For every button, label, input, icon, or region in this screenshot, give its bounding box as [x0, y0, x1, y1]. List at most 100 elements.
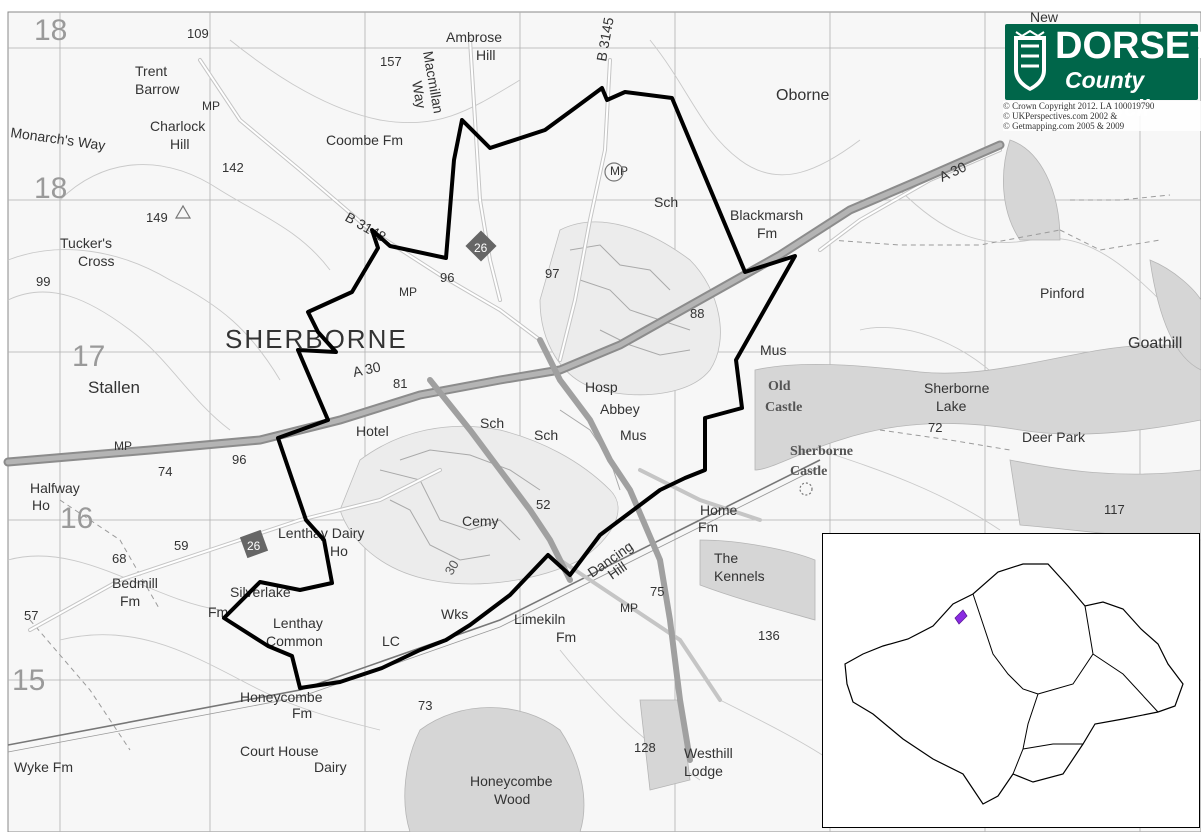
route-shields: 26 26 30 [239, 230, 497, 578]
label-sch-3: Sch [654, 194, 678, 210]
label-halfway: Halfway [30, 480, 80, 496]
height-142: 142 [222, 160, 244, 175]
copyright-line-3: © Getmapping.com 2005 & 2009 [1003, 121, 1125, 131]
route-number-30: 30 [442, 557, 462, 577]
height-96-south: 96 [232, 452, 246, 467]
railway [7, 459, 821, 753]
label-hotel: Hotel [356, 423, 389, 439]
label-cemy: Cemy [462, 513, 499, 529]
label-barrow: Barrow [135, 81, 180, 97]
road-label-b3145: B 3145 [593, 16, 616, 63]
label-coombe-fm: Coombe Fm [326, 132, 403, 148]
label-court-house: Court House [240, 743, 319, 759]
label-lenthay: Lenthay [273, 615, 323, 631]
label-tuckers-cross: Cross [78, 253, 115, 269]
label-mp-1: MP [202, 99, 220, 113]
route-number-26-north: 26 [474, 241, 488, 255]
county-outline [844, 563, 1184, 805]
label-honeycombe-fm: Fm [292, 705, 312, 721]
label-lenthay-common: Common [266, 633, 323, 649]
height-96-north: 96 [440, 270, 454, 285]
label-limekiln: Limekiln [514, 611, 565, 627]
height-99: 99 [36, 274, 50, 289]
label-silverlake-fm: Fm [208, 604, 228, 620]
label-court-house-dairy: Dairy [314, 759, 347, 775]
label-sherborne-castle-2: Castle [790, 464, 827, 479]
label-kennels: Kennels [714, 568, 765, 584]
height-59: 59 [174, 538, 188, 553]
label-pinford: Pinford [1040, 285, 1084, 301]
label-trent: Trent [135, 63, 167, 79]
copyright-line-2: © UKPerspectives.com 2002 & [1003, 111, 1118, 121]
height-81: 81 [393, 376, 407, 391]
label-limekiln-fm: Fm [556, 629, 576, 645]
height-68: 68 [112, 551, 126, 566]
label-honeycombe-wood-2: Wood [494, 791, 530, 807]
label-lc: LC [382, 633, 400, 649]
woodland-areas [404, 139, 1201, 832]
label-wyke-fm: Wyke Fm [14, 759, 73, 775]
label-blackmarsh: Blackmarsh [730, 207, 803, 223]
height-75: 75 [650, 584, 664, 599]
label-mp-3: MP [114, 439, 132, 453]
label-westhill-lodge: Lodge [684, 763, 723, 779]
label-ambrose-hill: Hill [476, 47, 495, 63]
inset-locator-map [822, 533, 1200, 828]
a30-road [3, 140, 1005, 467]
label-new: New [1030, 9, 1059, 25]
grid-number-17: 17 [72, 340, 105, 373]
grid-number-16: 16 [60, 502, 93, 535]
dorset-outline-map [844, 563, 1184, 805]
label-goathill: Goathill [1128, 335, 1182, 352]
antiquity-site-icon [799, 482, 813, 496]
copyright-notice: © Crown Copyright 2012. LA 100019790 © U… [1003, 101, 1201, 131]
label-sherborne-castle: Sherborne [790, 444, 853, 459]
label-westhill: Westhill [684, 745, 733, 761]
height-52: 52 [536, 497, 550, 512]
label-deer-park: Deer Park [1022, 429, 1086, 445]
label-bedmill-fm: Fm [120, 593, 140, 609]
logo-title: DORSET [1055, 25, 1201, 67]
height-109: 109 [187, 26, 209, 41]
label-home: Home [700, 502, 738, 518]
label-bedmill: Bedmill [112, 575, 158, 591]
grid-number-18: 18 [34, 172, 67, 205]
map-symbols [174, 162, 813, 496]
height-74: 74 [158, 464, 172, 479]
height-88: 88 [690, 306, 704, 321]
label-honeycombe: Honeycombe [240, 689, 323, 705]
spot-heights: 109 157 142 149 99 96 97 88 81 74 96 68 … [24, 26, 1125, 755]
footpaths [29, 194, 1171, 751]
trig-point-icon [174, 204, 192, 219]
label-ambrose: Ambrose [446, 29, 502, 45]
dorset-logo: DORSET County Council [1005, 24, 1201, 121]
copyright-line-1: © Crown Copyright 2012. LA 100019790 [1003, 101, 1155, 111]
label-abbey: Abbey [600, 401, 640, 417]
label-old: Old [768, 379, 791, 394]
height-117: 117 [1104, 502, 1125, 517]
label-mp-2: MP [399, 285, 417, 299]
grid-number-18-top: 18 [34, 14, 67, 47]
label-macmillan-way: Way [409, 80, 430, 110]
label-honeycombe-wood: Honeycombe [470, 773, 553, 789]
label-blackmarsh-fm: Fm [757, 225, 777, 241]
grid-number-15: 15 [12, 664, 45, 697]
height-149: 149 [146, 210, 168, 225]
route-shield-26-north [465, 230, 497, 262]
height-72: 72 [928, 420, 942, 435]
height-136: 136 [758, 628, 780, 643]
town-area [339, 221, 721, 585]
label-sch-1: Sch [480, 415, 504, 431]
height-57: 57 [24, 608, 38, 623]
district-boundaries [972, 593, 1159, 775]
label-hosp: Hosp [585, 379, 618, 395]
label-wks: Wks [441, 606, 468, 622]
parish-location-marker [954, 609, 968, 625]
label-sch-2: Sch [534, 427, 558, 443]
route-number-26-south: 26 [247, 539, 261, 553]
label-sherborne-lake-2: Lake [936, 398, 967, 414]
label-charlock: Charlock [150, 118, 206, 134]
label-mus-2: Mus [760, 342, 786, 358]
label-sherborne-lake: Sherborne [924, 380, 990, 396]
